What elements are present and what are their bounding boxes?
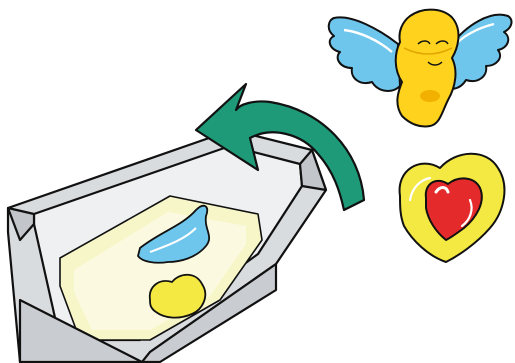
angel-body [396,10,459,127]
heart-figure [400,154,505,262]
angel-figure [329,10,512,127]
angel-left-wing [329,17,400,91]
